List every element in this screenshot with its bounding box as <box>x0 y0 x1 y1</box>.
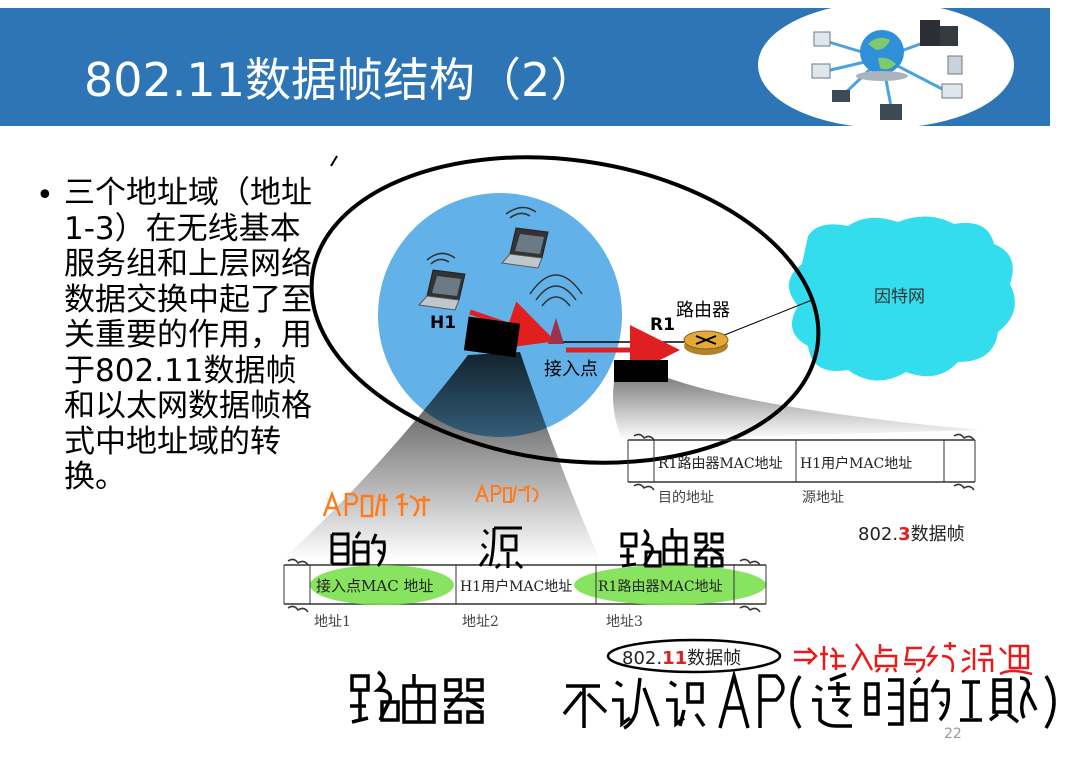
laptop-icon <box>418 252 466 311</box>
highlight-address3 <box>574 565 766 605</box>
note-dest <box>330 531 386 567</box>
frame-80211-field: R1路由器MAC地址 <box>598 579 723 595</box>
frame-80211-field: 接入点MAC 地址 <box>316 577 433 595</box>
frame-8023-field: H1用户MAC地址 <box>800 455 912 472</box>
bullet-text: 三个地址域（地址1-3）在无线基本服务组和上层网络数据交换中起了至关重要的作用，… <box>64 175 312 495</box>
frame-80211-field: H1用户MAC地址 <box>460 578 572 595</box>
frame-8023-field: R1路由器MAC地址 <box>658 456 783 472</box>
h1-label: H1 <box>430 313 456 333</box>
network-globe-icon <box>758 2 1014 128</box>
internet-label: 因特网 <box>874 287 925 307</box>
frame-8023-caption: 源地址 <box>802 490 844 506</box>
frame-80211-caption: 地址2 <box>462 614 499 630</box>
frame-funnel-8023 <box>613 378 980 440</box>
frame-8023-name: 802.3数据帧 <box>858 524 965 545</box>
frame-8023: R1路由器MAC地址 H1用户MAC地址 目的地址 源地址 802.3数据帧 <box>627 439 976 545</box>
router-label: 路由器 <box>676 300 730 321</box>
slide-title: 802.11数据帧结构（2） <box>84 53 597 107</box>
frame-80211-caption: 地址1 <box>314 614 351 630</box>
frame-80211: 接入点MAC 地址 H1用户MAC地址 R1路由器MAC地址 地址1 地址2 地… <box>283 564 782 674</box>
highlight-address1 <box>310 565 454 605</box>
emphasis-ellipse <box>309 155 821 465</box>
laptop-icon <box>501 206 549 269</box>
antenna-icon <box>529 274 583 344</box>
page-number: 22 <box>944 726 962 742</box>
note-src <box>478 526 524 570</box>
frame-80211-name: 802.11数据帧 <box>622 648 741 669</box>
cloud-icon <box>788 216 1015 381</box>
router-icon <box>683 330 729 355</box>
frame-block-ap <box>614 360 668 382</box>
emphasis-circle-80211 <box>606 638 782 674</box>
note-ap-dest <box>322 490 430 518</box>
frame-block-h1 <box>463 316 521 358</box>
ap-label: 接入点 <box>544 359 598 380</box>
note-ap-src <box>475 483 539 503</box>
note-router <box>620 528 724 568</box>
note-arrow <box>794 642 1033 676</box>
note-bottom <box>350 669 1056 730</box>
frame-80211-caption: 地址3 <box>606 614 643 630</box>
bullet-marker: • <box>36 178 54 213</box>
r1-label: R1 <box>650 315 675 335</box>
frame-8023-caption: 目的地址 <box>658 490 714 506</box>
